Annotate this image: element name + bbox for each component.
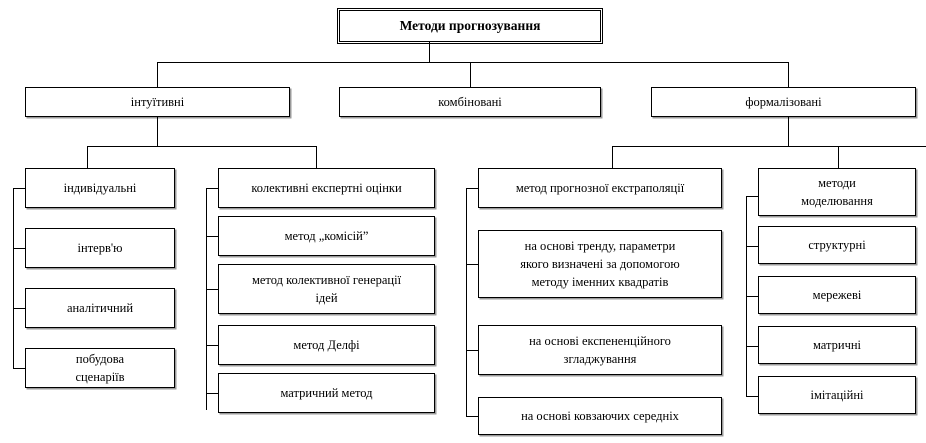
node-label: матричні (812, 337, 862, 352)
connector-stub-modeling-1 (746, 196, 758, 197)
connector-spine-extrapolation (466, 188, 467, 416)
node-modeling-methods[interactable]: методи моделювання (758, 168, 916, 216)
connector-stub-collective-4 (206, 345, 218, 346)
connector-stub-modeling-3 (746, 296, 758, 297)
node-forecast-extrapolation[interactable]: метод прогнозної екстраполяції (478, 168, 722, 208)
node-label: мережеві (812, 287, 862, 302)
node-matrix-method[interactable]: матричний метод (218, 373, 435, 413)
connector-spine-collective (206, 188, 207, 410)
node-moving-averages[interactable]: на основі ковзаючих середніх (478, 397, 722, 435)
connector-stub-modeling-4 (746, 346, 758, 347)
node-label: побудова сценаріїв (75, 351, 125, 384)
connector-drop-individual (87, 146, 88, 168)
node-label: методи моделювання (801, 175, 873, 208)
node-label: на основі експененційного згладжування (529, 333, 671, 366)
connector-stub-extrapolation-4 (466, 416, 478, 417)
node-collective-expert-estimates[interactable]: колективні експертні оцінки (218, 168, 435, 208)
node-intuitive[interactable]: інтуїтивні (25, 87, 290, 117)
node-label: інтуїтивні (130, 94, 185, 109)
node-label: на основі ковзаючих середніх (521, 408, 679, 423)
connector-drop-formalized (788, 62, 789, 87)
node-structural[interactable]: структурні (758, 226, 916, 264)
node-label: Методи прогнозування (399, 18, 541, 34)
connector-stub-modeling-2 (746, 246, 758, 247)
node-label: метод „комісій” (284, 228, 369, 243)
node-individual[interactable]: індивідуальні (25, 168, 175, 208)
connector-stub-collective-2 (206, 236, 218, 237)
node-label: формалізовані (745, 94, 822, 109)
connector-stub-collective-3 (206, 289, 218, 290)
node-label: на основі тренду, параметри якого визнач… (520, 238, 680, 290)
node-interview[interactable]: інтерв'ю (25, 228, 175, 268)
connector-intuitive-stem (157, 117, 158, 146)
connector-formalized-stem (788, 117, 789, 146)
node-label: комбіновані (438, 94, 502, 109)
node-label: структурні (808, 237, 866, 252)
node-methods-of-forecasting[interactable]: Методи прогнозування (336, 7, 604, 45)
node-trend-least-squares[interactable]: на основі тренду, параметри якого визнач… (478, 230, 722, 298)
node-exponential-smoothing[interactable]: на основі експененційного згладжування (478, 325, 722, 375)
node-formalized[interactable]: формалізовані (651, 87, 916, 117)
node-label: колективні експертні оцінки (251, 180, 402, 195)
connector-stub-individual-3 (13, 308, 25, 309)
connector-drop-extrapolation (612, 146, 613, 168)
node-collective-idea-generation[interactable]: метод колективної генерації ідей (218, 264, 435, 314)
node-label: аналітичний (66, 300, 134, 315)
connector-drop-collective (316, 146, 317, 168)
node-network[interactable]: мережеві (758, 276, 916, 314)
node-label: метод колективної генерації ідей (251, 272, 402, 305)
connector-spine-individual (13, 188, 14, 368)
node-analytical[interactable]: аналітичний (25, 288, 175, 328)
connector-stub-modeling-5 (746, 396, 758, 397)
connector-formalized-bus (612, 146, 926, 147)
node-combined[interactable]: комбіновані (339, 87, 601, 117)
node-simulation[interactable]: імітаційні (758, 376, 916, 414)
connector-stub-individual-2 (13, 248, 25, 249)
connector-level2-bus (157, 62, 788, 63)
connector-drop-intuitive (157, 62, 158, 87)
connector-stub-collective-1 (206, 188, 218, 189)
node-matrix[interactable]: матричні (758, 326, 916, 364)
connector-stub-individual-1 (13, 188, 25, 189)
connector-drop-combined (470, 62, 471, 87)
connector-stub-individual-4 (13, 368, 25, 369)
connector-stub-extrapolation-1 (466, 188, 478, 189)
node-label: імітаційні (810, 387, 864, 402)
node-label: метод прогнозної екстраполяції (515, 180, 685, 195)
node-label: індивідуальні (63, 180, 137, 195)
connector-root-stem (429, 42, 430, 63)
node-commissions-method[interactable]: метод „комісій” (218, 216, 435, 256)
node-label: матричний метод (280, 385, 373, 400)
connector-drop-modeling (838, 146, 839, 168)
node-label: інтерв'ю (77, 240, 123, 255)
connector-stub-collective-5 (206, 393, 218, 394)
node-label: метод Делфі (293, 337, 360, 352)
connector-stub-extrapolation-3 (466, 350, 478, 351)
connector-intuitive-bus (87, 146, 316, 147)
node-scenario-building[interactable]: побудова сценаріїв (25, 348, 175, 388)
node-delphi-method[interactable]: метод Делфі (218, 325, 435, 365)
connector-stub-extrapolation-2 (466, 264, 478, 265)
